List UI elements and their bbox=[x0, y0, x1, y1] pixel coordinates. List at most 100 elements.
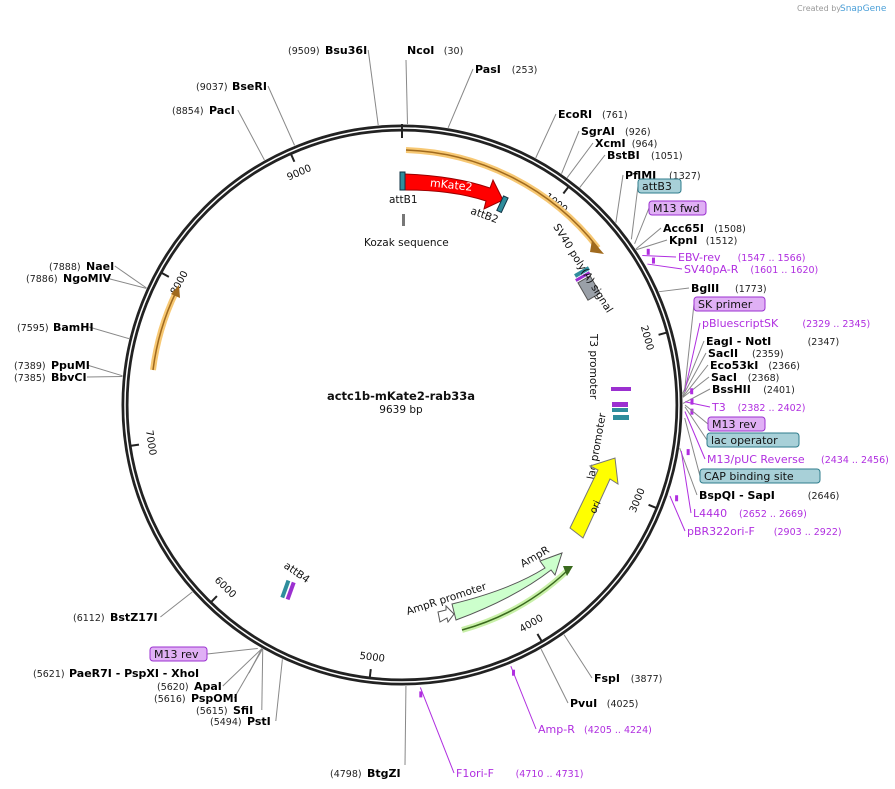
enzyme-leader-line bbox=[275, 659, 283, 722]
primer-range: (2382 .. 2402) bbox=[738, 403, 806, 414]
lac-operator-feature[interactable] bbox=[612, 408, 628, 412]
enzyme-site[interactable]: PpuMI(7389) bbox=[14, 359, 90, 372]
enzyme-site[interactable]: SacII(2359) bbox=[708, 347, 784, 360]
primer-binding-site[interactable]: pBR322ori-F(2903 .. 2922) bbox=[687, 525, 842, 538]
enzyme-site[interactable]: BstZ17I(6112) bbox=[73, 611, 158, 624]
box-label: attB3 bbox=[642, 180, 672, 193]
t3-feature[interactable] bbox=[611, 387, 631, 391]
enzyme-site[interactable]: NcoI(30) bbox=[407, 44, 463, 57]
enzyme-site[interactable]: SacI(2368) bbox=[711, 371, 779, 384]
enzyme-site[interactable]: NgoMIV(7886) bbox=[26, 272, 112, 285]
feature-box[interactable]: lac operator bbox=[706, 432, 800, 448]
enzyme-name: NgoMIV bbox=[63, 272, 112, 285]
primer-binding-site[interactable]: Amp-R(4205 .. 4224) bbox=[538, 723, 652, 736]
left-region-arc bbox=[152, 291, 177, 371]
enzyme-leader-line bbox=[682, 376, 710, 398]
primer-box[interactable]: M13 fwd bbox=[648, 200, 707, 216]
attb1-feature[interactable] bbox=[399, 171, 406, 191]
attb4-feature[interactable] bbox=[280, 579, 291, 599]
sv40-polya-feature[interactable] bbox=[577, 275, 601, 301]
m13-rev-left-feature[interactable] bbox=[285, 581, 296, 601]
enzyme-leader-line bbox=[635, 227, 662, 250]
enzyme-position: (6112) bbox=[73, 613, 105, 624]
enzyme-site[interactable]: BtgZI(4798) bbox=[330, 767, 401, 780]
enzyme-site[interactable]: BglII(1773) bbox=[691, 282, 767, 295]
box-label: SK primer bbox=[698, 298, 753, 311]
feature-box[interactable]: CAP binding site bbox=[699, 468, 821, 484]
lac-promoter-feature[interactable] bbox=[613, 415, 629, 420]
enzyme-site[interactable]: SfiI(5615) bbox=[196, 704, 253, 717]
primer-binding-site[interactable]: SV40pA-R(1601 .. 1620) bbox=[684, 263, 818, 276]
primer-range: (2903 .. 2922) bbox=[774, 527, 842, 538]
tick-mark bbox=[536, 633, 543, 642]
enzyme-site[interactable]: BamHI(7595) bbox=[17, 321, 94, 334]
enzyme-site[interactable]: BbvCI(7385) bbox=[14, 371, 87, 384]
box-background bbox=[707, 416, 766, 432]
enzyme-position: (5615) bbox=[196, 706, 228, 717]
box-background bbox=[648, 200, 707, 216]
enzyme-position: (9509) bbox=[288, 46, 320, 57]
primer-box[interactable]: M13 rev bbox=[149, 646, 208, 662]
enzyme-site[interactable]: BssHII(2401) bbox=[712, 383, 795, 396]
enzyme-site[interactable]: PstI(5494) bbox=[210, 715, 271, 728]
enzyme-site[interactable]: BseRI(9037) bbox=[196, 80, 267, 93]
enzyme-name: BamHI bbox=[53, 321, 94, 334]
kozak-label: Kozak sequence bbox=[364, 237, 449, 249]
mkate2-feature[interactable] bbox=[404, 173, 504, 210]
ori-feature[interactable] bbox=[569, 457, 619, 539]
enzyme-name: PpuMI bbox=[51, 359, 90, 372]
enzyme-site[interactable]: BstBI(1051) bbox=[607, 149, 683, 162]
enzyme-site[interactable]: EcoRI(761) bbox=[558, 108, 628, 121]
enzyme-position: (1327) bbox=[669, 171, 701, 182]
ampr-promoter-feature[interactable] bbox=[437, 604, 455, 624]
primer-mark bbox=[512, 669, 516, 676]
primer-binding-site[interactable]: F1ori-F(4710 .. 4731) bbox=[456, 767, 583, 780]
enzyme-name: XcmI bbox=[595, 137, 626, 150]
enzyme-site[interactable]: SgrAI(926) bbox=[581, 125, 651, 138]
arc-arrowhead-icon bbox=[563, 566, 573, 576]
kozak-feature[interactable] bbox=[402, 214, 405, 226]
enzyme-site[interactable]: PvuI(4025) bbox=[570, 697, 638, 710]
enzyme-site[interactable]: Eco53kI(2366) bbox=[710, 359, 800, 372]
enzyme-name: Eco53kI bbox=[710, 359, 758, 372]
primer-binding-site[interactable]: EBV-rev(1547 .. 1566) bbox=[678, 251, 805, 264]
primer-mark bbox=[675, 495, 679, 502]
enzyme-site[interactable]: BspQI - SapI(2646) bbox=[699, 489, 839, 502]
tick-mark bbox=[648, 503, 657, 509]
primer-box[interactable]: M13 rev bbox=[707, 416, 766, 432]
box-label: CAP binding site bbox=[704, 470, 794, 483]
enzyme-site[interactable]: EagI - NotI(2347) bbox=[706, 335, 839, 348]
primer-binding-site[interactable]: pBluescriptSK(2329 .. 2345) bbox=[702, 317, 870, 330]
primer-range: (1547 .. 1566) bbox=[738, 253, 806, 264]
enzyme-site[interactable]: Acc65I(1508) bbox=[663, 222, 746, 235]
primer-box[interactable]: SK primer bbox=[693, 296, 766, 312]
enzyme-site[interactable]: NaeI(7888) bbox=[49, 260, 114, 273]
enzyme-site[interactable]: XcmI(964) bbox=[595, 137, 657, 150]
enzyme-site[interactable]: Bsu36I(9509) bbox=[288, 44, 367, 57]
enzyme-leader-line bbox=[579, 154, 606, 188]
m13-fwd-mark bbox=[575, 271, 591, 282]
arc-arrowhead-icon bbox=[171, 285, 180, 298]
enzyme-position: (2347) bbox=[808, 337, 840, 348]
enzyme-site[interactable]: PaeR7I - PspXI - XhoI(5621) bbox=[33, 667, 199, 680]
enzyme-site[interactable]: PacI(8854) bbox=[172, 104, 235, 117]
enzyme-leader-line bbox=[447, 68, 474, 129]
primer-binding-site[interactable]: T3(2382 .. 2402) bbox=[711, 401, 805, 414]
enzyme-site[interactable]: ApaI(5620) bbox=[157, 680, 222, 693]
primer-binding-site[interactable]: M13/pUC Reverse(2434 .. 2456) bbox=[707, 453, 889, 466]
primer-binding-site[interactable]: L4440(2652 .. 2669) bbox=[693, 507, 807, 520]
enzyme-leader-line bbox=[222, 648, 263, 687]
enzyme-site[interactable]: KpnI(1512) bbox=[669, 234, 737, 247]
enzyme-site[interactable]: FspI(3877) bbox=[594, 672, 662, 685]
enzyme-name: FspI bbox=[594, 672, 620, 685]
feature-box[interactable]: attB3 bbox=[637, 178, 682, 194]
tick-mark bbox=[562, 186, 570, 195]
enzyme-site[interactable]: PspOMI(5616) bbox=[154, 692, 238, 705]
ampr-feature[interactable] bbox=[451, 552, 563, 621]
enzyme-site[interactable]: PasI(253) bbox=[475, 63, 537, 76]
attb2-feature[interactable] bbox=[496, 195, 509, 214]
m13-rev-feature[interactable] bbox=[612, 402, 628, 407]
enzyme-position: (30) bbox=[444, 46, 464, 57]
enzyme-leader-line bbox=[615, 174, 624, 223]
